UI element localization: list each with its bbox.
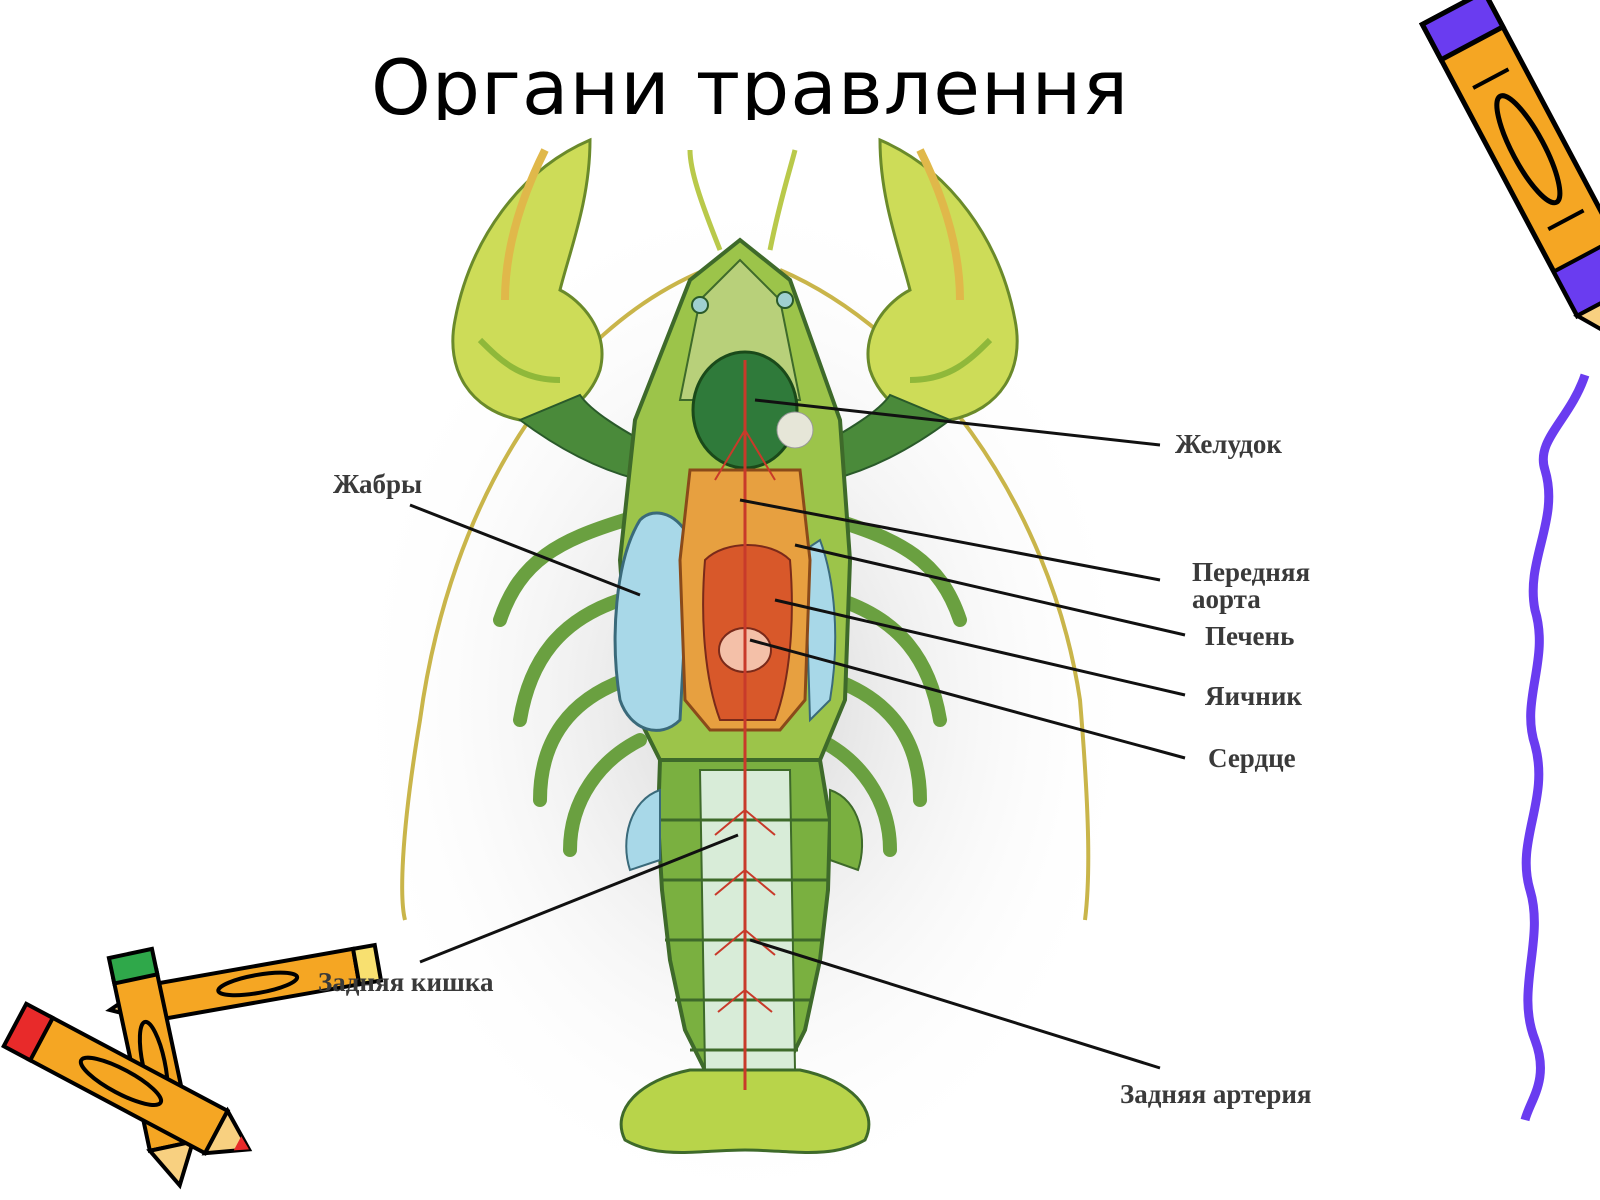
leader-liver [794, 543, 1186, 637]
label-hindgut: Задняя кишка [318, 967, 494, 997]
leader-front-aorta [739, 498, 1161, 582]
label-front-aorta-line1: Передняя [1192, 557, 1311, 587]
pencil-icon [1418, 0, 1600, 352]
label-front-aorta-line2: аорта [1192, 584, 1261, 614]
slide-title: Органи травлення [370, 43, 1130, 120]
leader-lines [409, 398, 1186, 1070]
label-rear-artery: Задняя артерия [1120, 1079, 1312, 1109]
label-gills: Жабры [333, 469, 423, 499]
leader-ovary [774, 598, 1186, 697]
antennae [400, 149, 1091, 921]
label-ovary: Яичник [1205, 681, 1302, 711]
legs-left [493, 513, 647, 857]
leader-hindgut [419, 833, 739, 964]
legs-right [813, 513, 967, 857]
leader-heart [749, 638, 1186, 760]
leader-rear-artery [749, 938, 1161, 1070]
leader-gills [409, 503, 641, 597]
vessels [714, 360, 776, 1090]
leader-stomach [754, 398, 1161, 447]
pencils-icon [1, 942, 384, 1190]
gills [613, 511, 692, 732]
wavy-ribbon [1520, 373, 1590, 1122]
left-claw [451, 137, 662, 482]
label-liver: Печень [1205, 621, 1295, 651]
label-stomach: Желудок [1175, 429, 1282, 459]
label-heart: Сердце [1208, 743, 1296, 773]
